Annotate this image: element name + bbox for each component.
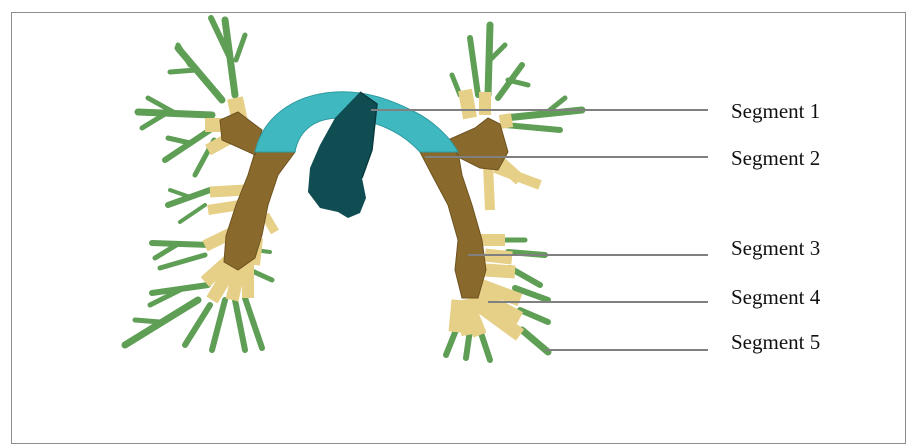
label-segment-1: Segment 1 bbox=[731, 99, 820, 123]
label-segment-5: Segment 5 bbox=[731, 330, 820, 354]
label-segment-2: Segment 2 bbox=[731, 146, 820, 170]
label-segment-4: Segment 4 bbox=[731, 285, 820, 309]
label-segment-3: Segment 3 bbox=[731, 236, 820, 260]
